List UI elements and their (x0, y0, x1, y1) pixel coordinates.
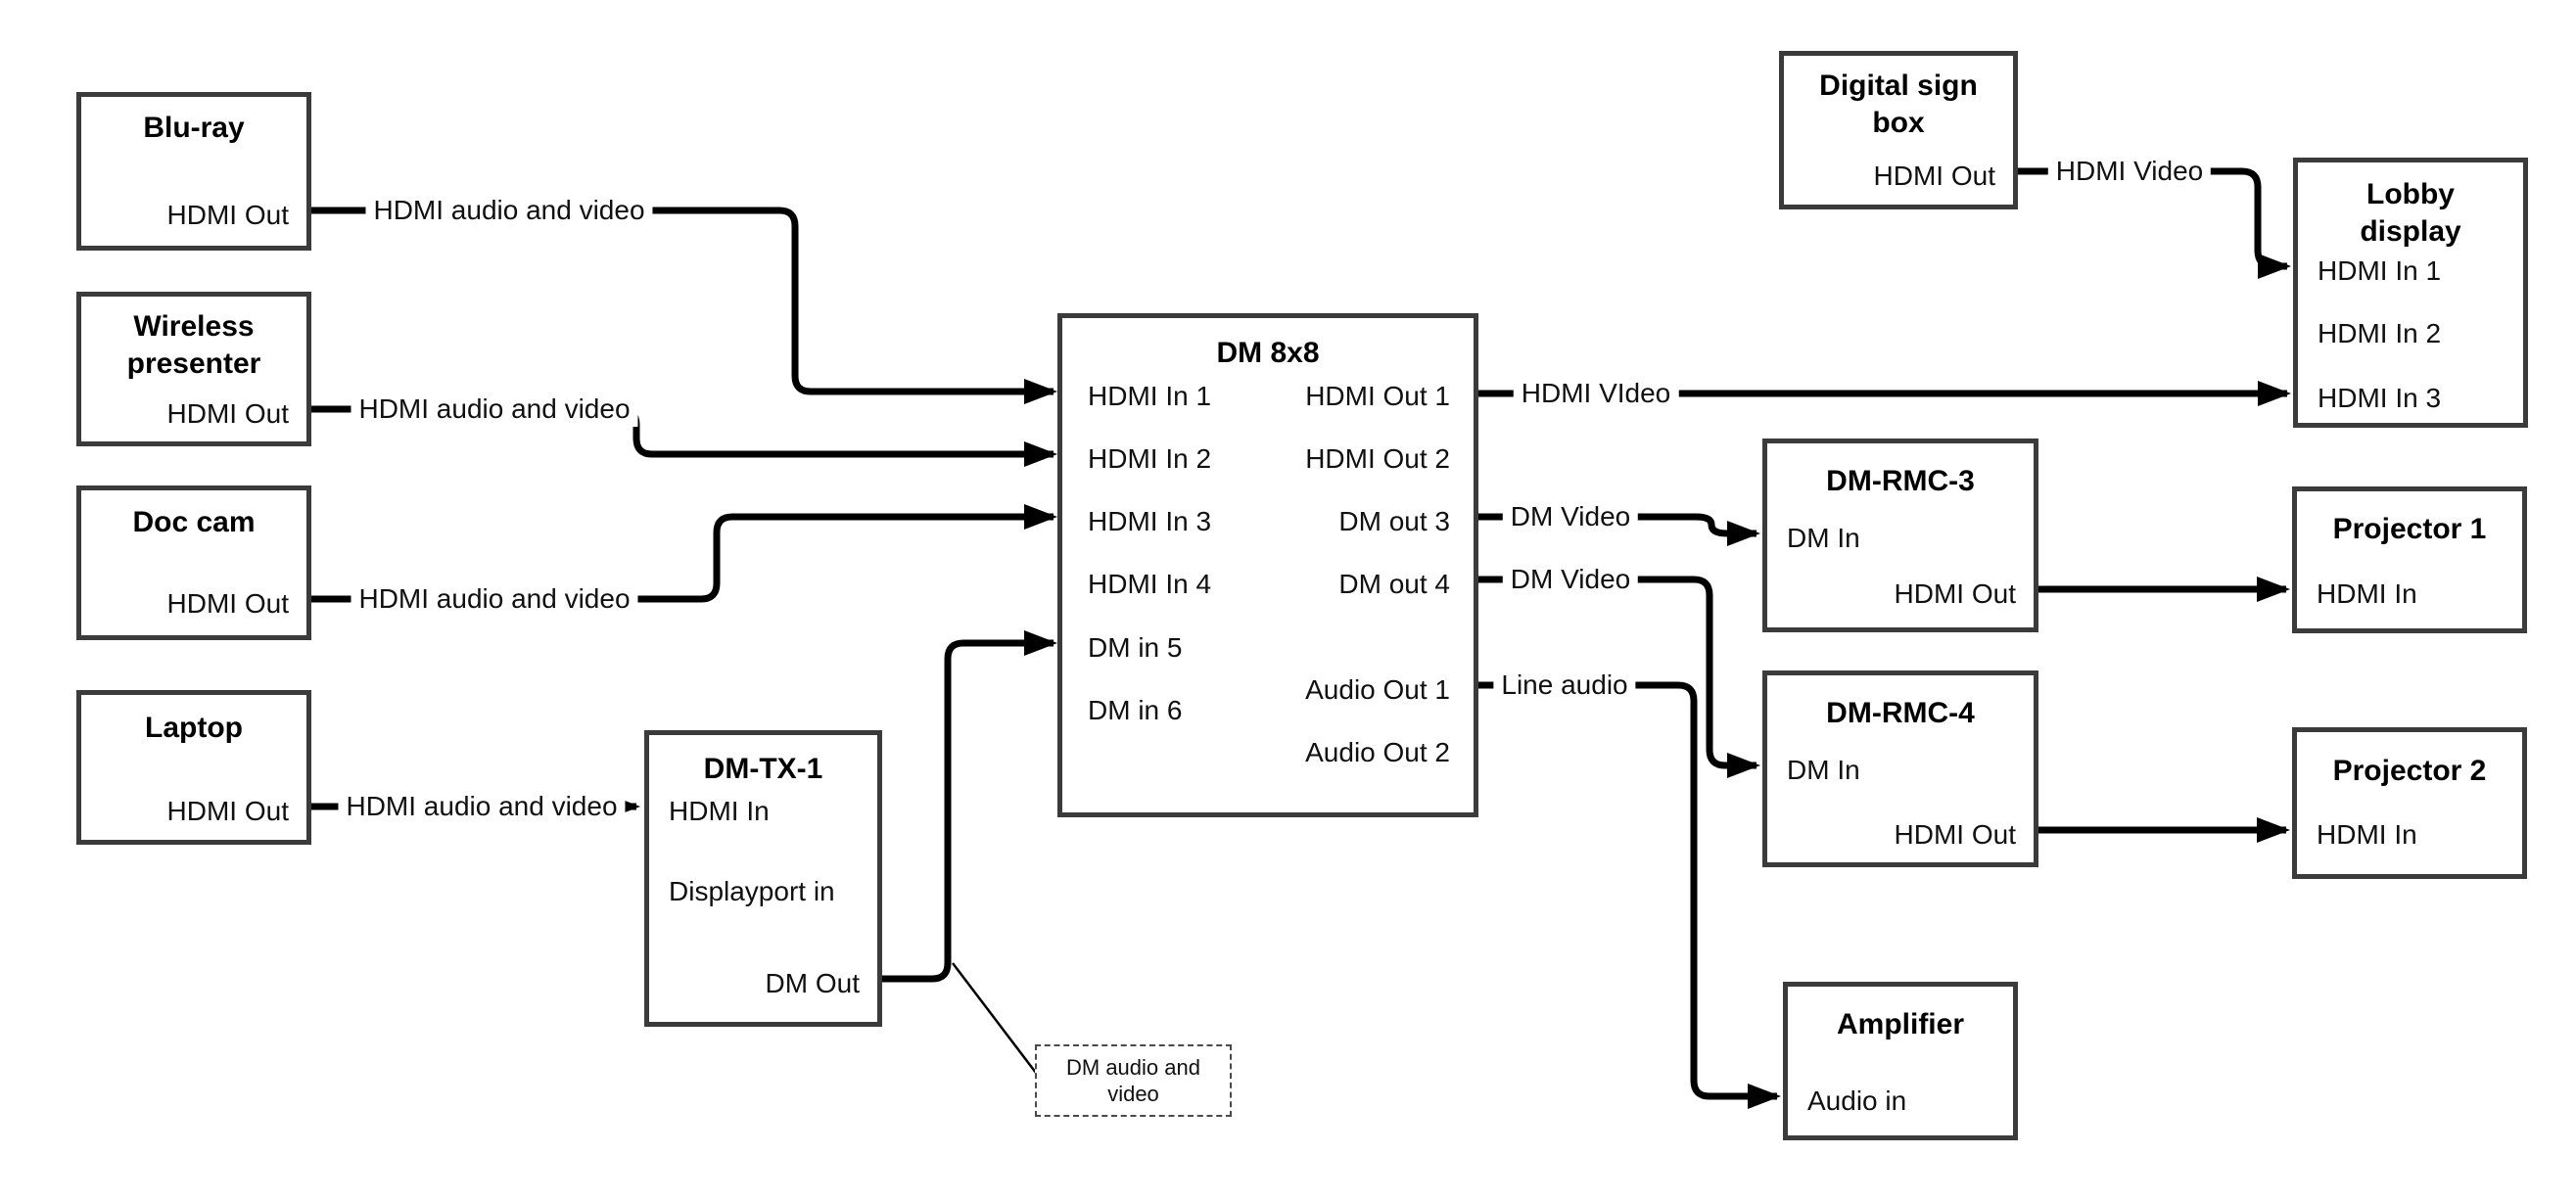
node-dm-rmc-4[interactable]: DM-RMC-4 DM In HDMI Out (1762, 670, 2038, 867)
node-projector-1[interactable]: Projector 1 HDMI In (2292, 486, 2527, 633)
node-title: DM-RMC-3 (1826, 465, 1975, 497)
node-title: Doc cam (132, 506, 256, 538)
wire-label-hdmi-audio-video-1: HDMI audio and video (365, 193, 653, 228)
node-wireless-presenter[interactable]: Wireless presenter HDMI Out (76, 292, 311, 446)
port-hdmi-in: HDMI In (2317, 578, 2417, 609)
wire-dm8x8-out3-to-dmrmc3[interactable] (1478, 513, 1760, 546)
node-title: Digital sign box (1819, 69, 1978, 139)
port-hdmi-out: HDMI Out (166, 200, 289, 230)
node-title: Projector 2 (2332, 755, 2487, 787)
node-title: Laptop (145, 712, 243, 744)
node-laptop[interactable]: Laptop HDMI Out (76, 690, 311, 845)
node-title: Lobby display (2360, 178, 2461, 248)
wire-label-hdmi-audio-video-2: HDMI audio and video (351, 392, 638, 427)
wire-label-hdmi-audio-video-4: HDMI audio and video (338, 789, 626, 824)
port-dm-out: DM Out (765, 968, 860, 998)
port-hdmi-out: HDMI Out (166, 398, 289, 429)
port-hdmi-in-2: HDMI In 2 (1088, 443, 1212, 474)
port-hdmi-out: HDMI Out (1873, 161, 1995, 191)
port-hdmi-in-1: HDMI In 1 (2318, 255, 2442, 286)
node-digital-sign-box[interactable]: Digital sign box HDMI Out (1779, 51, 2018, 209)
wire-label-dm-video-out3: DM Video (1502, 499, 1639, 534)
node-title: Blu-ray (143, 112, 245, 144)
wire-label-hdmi-video-out1: HDMI VIdeo (1513, 376, 1679, 411)
wire-label-hdmi-video-sign: HDMI Video (2047, 154, 2212, 189)
port-dm-out-4: DM out 4 (1338, 569, 1450, 599)
wire-dm8x8-audio1-to-amplifier[interactable] (1478, 681, 1781, 1109)
node-title: DM-RMC-4 (1826, 697, 1975, 729)
port-hdmi-out: HDMI Out (166, 588, 289, 619)
note-dm-audio-and-video[interactable]: DM audio and video (1035, 1044, 1232, 1117)
port-hdmi-out-1: HDMI Out 1 (1305, 381, 1450, 411)
node-title: DM 8x8 (1216, 337, 1320, 369)
node-projector-2[interactable]: Projector 2 HDMI In (2292, 727, 2527, 879)
port-audio-out-2: Audio Out 2 (1305, 737, 1450, 767)
node-blu-ray[interactable]: Blu-ray HDMI Out (76, 92, 311, 251)
node-title: Amplifier (1836, 1008, 1965, 1040)
wire-label-hdmi-audio-video-3: HDMI audio and video (351, 581, 638, 617)
port-dm-in-5: DM in 5 (1088, 632, 1183, 663)
port-audio-out-1: Audio Out 1 (1305, 674, 1450, 705)
node-title: Projector 1 (2332, 513, 2487, 545)
port-hdmi-in: HDMI In (669, 796, 770, 826)
wire-digitalsign-to-lobby-in1[interactable] (2018, 167, 2291, 279)
port-hdmi-out: HDMI Out (1894, 819, 2016, 850)
wire-dmtx1-to-dm8x8-dmin5[interactable] (882, 630, 1057, 983)
wire-label-dm-video-out4: DM Video (1502, 562, 1639, 597)
node-doc-cam[interactable]: Doc cam HDMI Out (76, 485, 311, 640)
note-callout-line (952, 962, 1037, 1074)
node-dm-tx-1[interactable]: DM-TX-1 HDMI In Displayport in DM Out (644, 730, 882, 1027)
port-hdmi-in-3: HDMI In 3 (1088, 506, 1212, 536)
node-dm-rmc-3[interactable]: DM-RMC-3 DM In HDMI Out (1762, 439, 2038, 632)
port-hdmi-out: HDMI Out (166, 796, 289, 826)
port-hdmi-in-2: HDMI In 2 (2318, 318, 2442, 348)
port-dm-in: DM In (1787, 523, 1860, 553)
node-title: DM-TX-1 (703, 753, 823, 785)
port-hdmi-in-3: HDMI In 3 (2318, 383, 2442, 413)
note-text: DM audio and video (1066, 1055, 1200, 1106)
port-dm-in-6: DM in 6 (1088, 695, 1183, 725)
port-hdmi-out: HDMI Out (1894, 578, 2016, 609)
node-dm-8x8[interactable]: DM 8x8 HDMI In 1 HDMI In 2 HDMI In 3 HDM… (1057, 313, 1478, 817)
port-dm-in: DM In (1787, 755, 1860, 785)
port-hdmi-in-1: HDMI In 1 (1088, 381, 1212, 411)
port-displayport-in: Displayport in (669, 876, 835, 906)
node-amplifier[interactable]: Amplifier Audio in (1783, 982, 2018, 1140)
node-lobby-display[interactable]: Lobby display HDMI In 1 HDMI In 2 HDMI I… (2293, 158, 2528, 428)
wire-dm8x8-out4-to-dmrmc4[interactable] (1478, 576, 1760, 778)
port-hdmi-out-2: HDMI Out 2 (1305, 443, 1450, 474)
port-hdmi-in-4: HDMI In 4 (1088, 569, 1212, 599)
wire-label-line-audio: Line audio (1493, 668, 1636, 703)
wire-bluray-to-dm8x8-in1[interactable] (311, 207, 1057, 404)
port-hdmi-in: HDMI In (2317, 819, 2417, 850)
port-dm-out-3: DM out 3 (1338, 506, 1450, 536)
node-title: Wireless presenter (126, 310, 261, 380)
port-audio-in: Audio in (1807, 1086, 1907, 1116)
wire-doccam-to-dm8x8-in3[interactable] (311, 504, 1057, 603)
